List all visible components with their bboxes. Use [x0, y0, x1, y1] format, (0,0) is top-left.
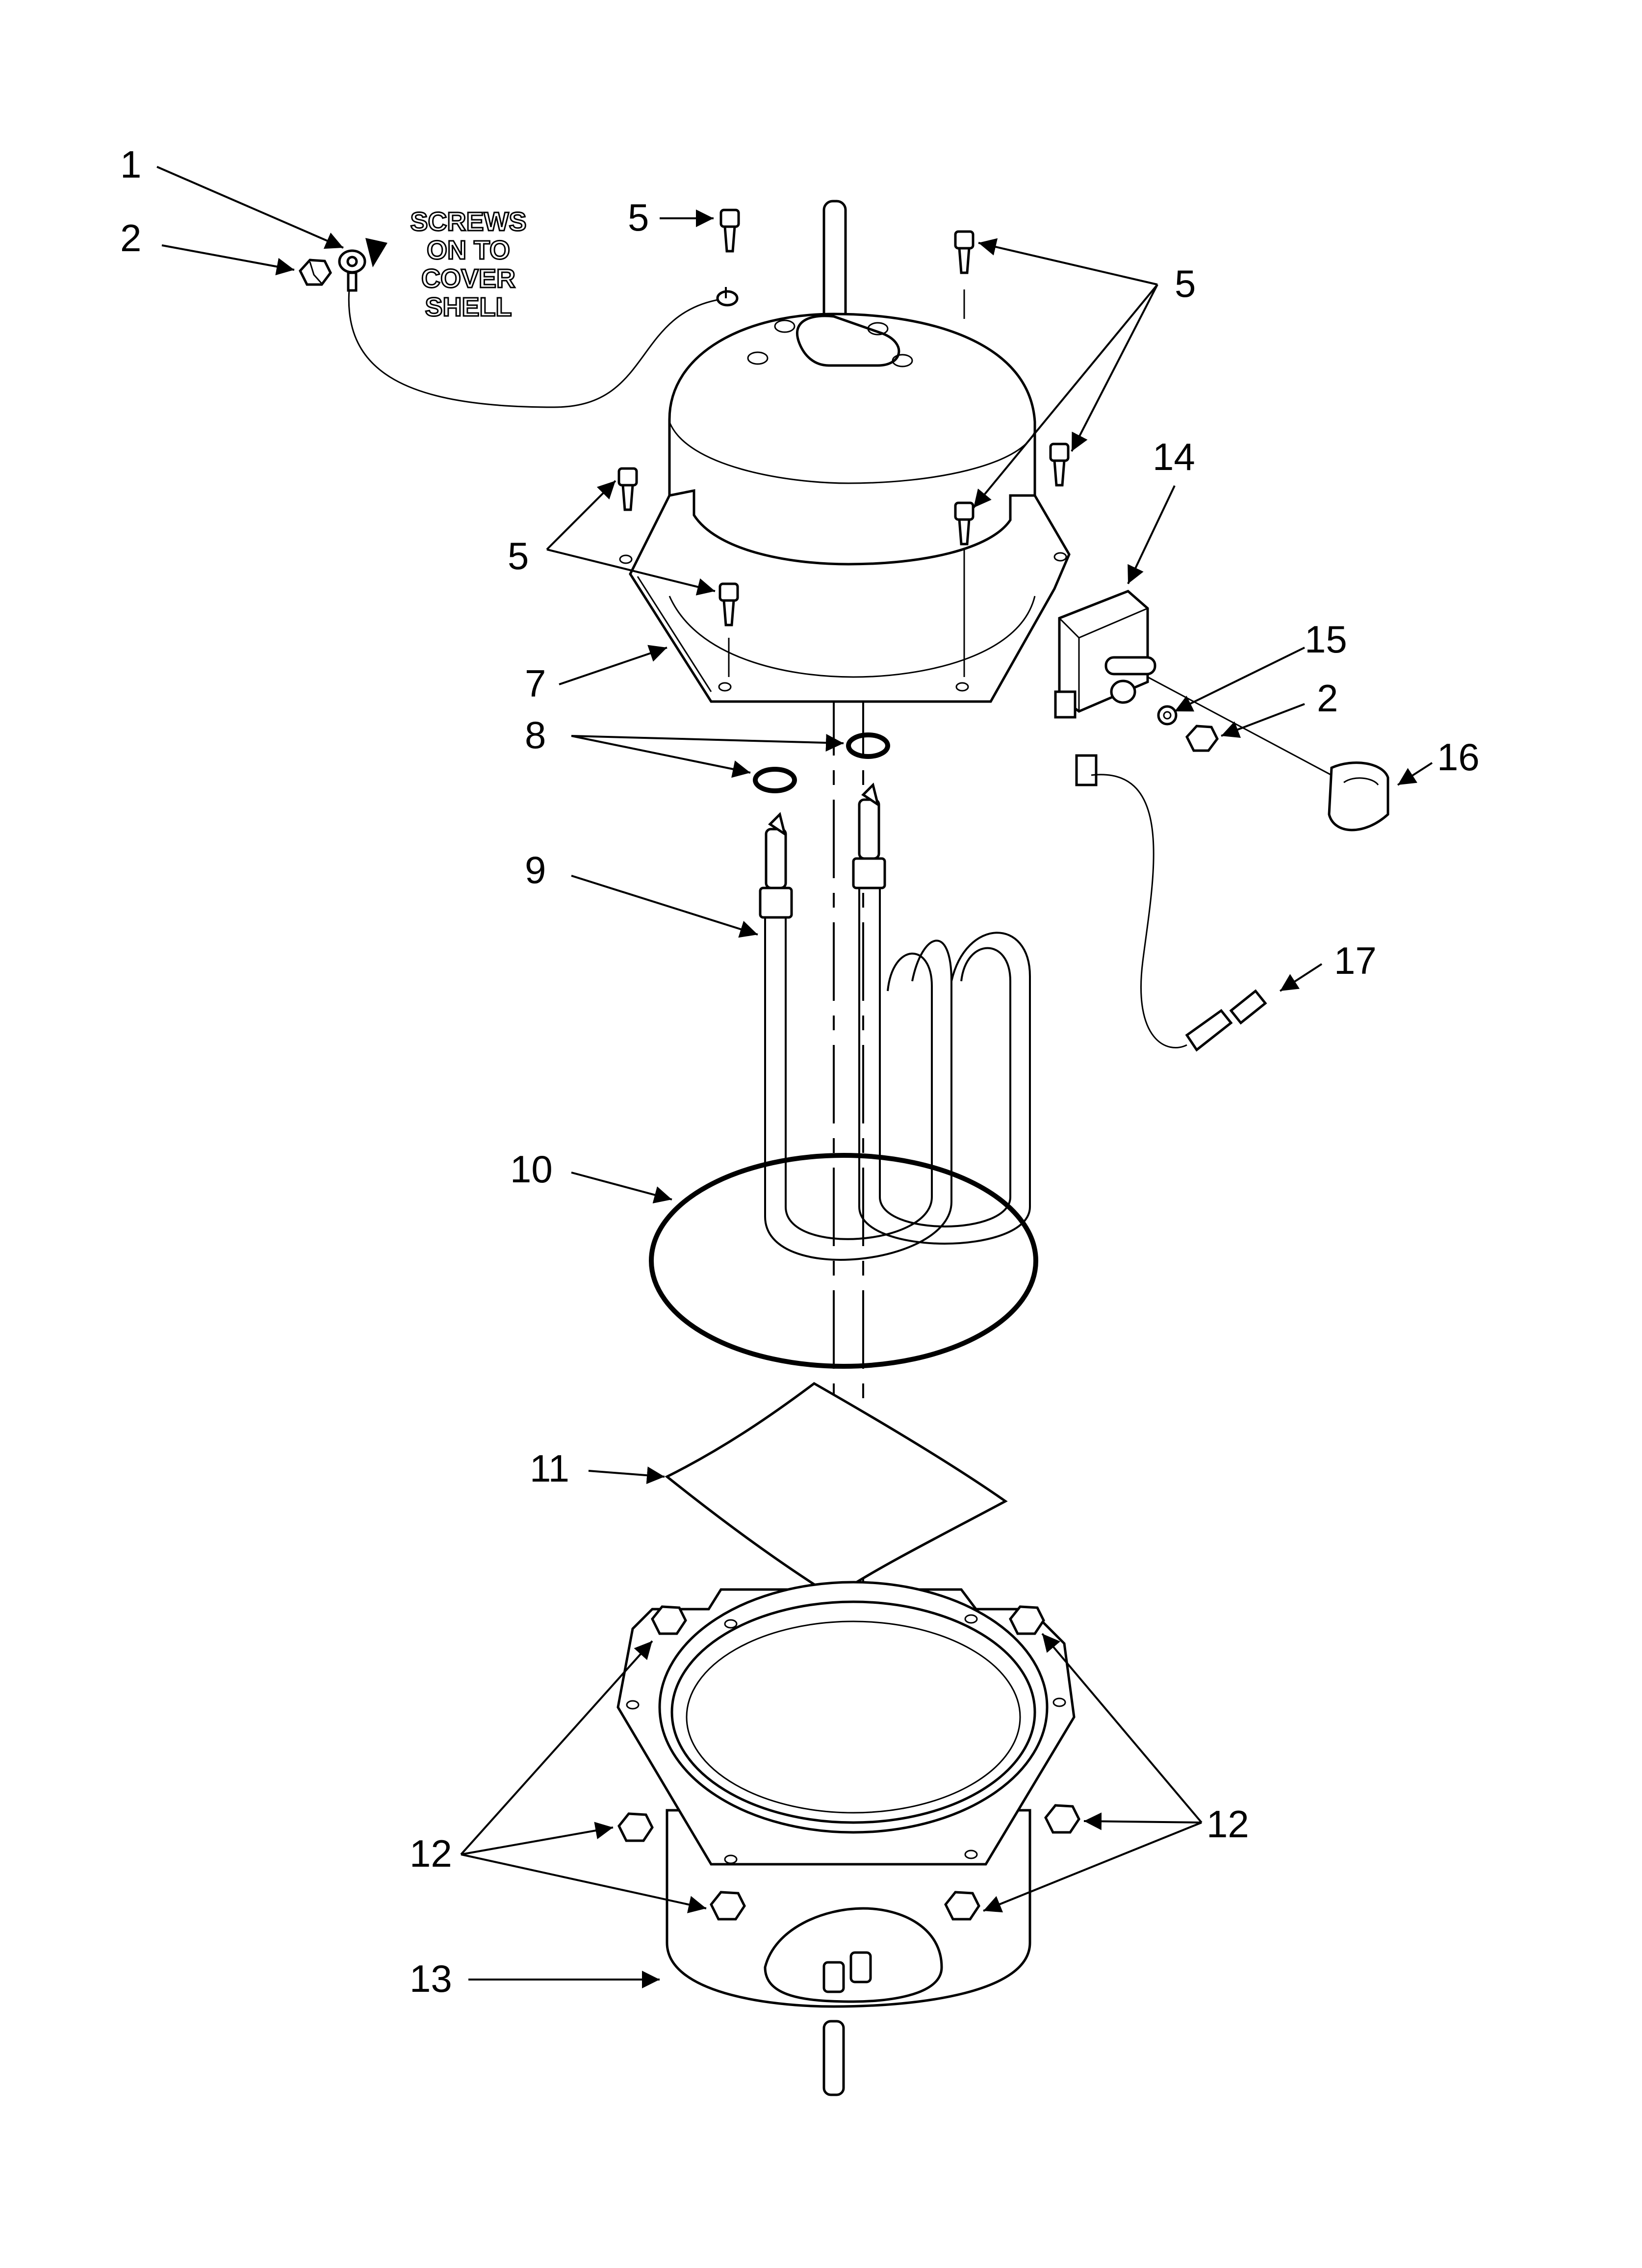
- thermostat-part-14: [1054, 590, 1156, 719]
- callout-16: 16: [1437, 735, 1480, 779]
- screw-part-5-right: [1049, 443, 1070, 487]
- nut-part-12-front-left: [710, 1891, 746, 1921]
- screws-note: SCREWS ON TO COVER SHELL: [365, 207, 527, 323]
- gasket-part-10: [649, 1153, 1038, 1369]
- screw-part-5-front: [718, 582, 739, 677]
- callout-11: 11: [530, 1447, 569, 1490]
- callout-5-left: 5: [508, 534, 529, 577]
- callout-17: 17: [1334, 939, 1377, 982]
- note-line-2: ON TO: [427, 235, 510, 265]
- nut-part-12-right: [1044, 1804, 1080, 1834]
- screw-part-5-left: [617, 467, 638, 511]
- o-rings-part-8: [753, 732, 890, 793]
- callout-7: 7: [525, 662, 546, 705]
- ground-wire-part-1: [338, 249, 739, 408]
- screw-part-5-upper-right: [954, 230, 975, 319]
- sensor-wire-part-17: [1075, 754, 1267, 1052]
- callout-10: 10: [510, 1147, 553, 1191]
- nut-part-12-top-right: [1009, 1605, 1045, 1635]
- callout-12-right: 12: [1206, 1802, 1249, 1846]
- nut-part-12-front-right: [944, 1891, 980, 1921]
- lock-washer-part-15: [1157, 705, 1178, 726]
- knob-part-16: [1328, 761, 1389, 832]
- nut-part-2-right: [1185, 725, 1219, 752]
- note-line-4: SHELL: [425, 292, 512, 322]
- callout-15: 15: [1305, 618, 1347, 661]
- nut-part-2-top: [298, 259, 332, 286]
- callout-13: 13: [410, 1957, 452, 2000]
- flange-part-7: [619, 489, 1071, 703]
- callout-5-top-small: 5: [628, 196, 649, 239]
- nut-part-12-top-left: [651, 1605, 687, 1635]
- callout-8: 8: [525, 713, 546, 756]
- note-line-3: COVER: [421, 264, 515, 293]
- note-line-1: SCREWS: [410, 207, 526, 236]
- nut-part-12-left: [617, 1812, 654, 1842]
- sheet-part-11: [665, 1382, 1008, 1598]
- callout-2-right: 2: [1317, 677, 1338, 720]
- screw-part-5-top: [719, 209, 740, 253]
- callout-5-top-right: 5: [1175, 262, 1196, 305]
- callout-12-left: 12: [410, 1832, 452, 1875]
- tank-part-13: [616, 1581, 1076, 2096]
- callout-14: 14: [1153, 435, 1195, 478]
- callout-1: 1: [120, 143, 141, 186]
- note-pointer-arrow: [365, 238, 387, 267]
- callout-9: 9: [525, 848, 546, 891]
- callout-2-top: 2: [120, 216, 141, 260]
- screw-part-5-mid-right: [954, 501, 975, 677]
- thermostat-assembly-line: [1147, 676, 1332, 776]
- leader-lines: [156, 166, 1433, 1988]
- heating-element-part-9: [759, 782, 1031, 1261]
